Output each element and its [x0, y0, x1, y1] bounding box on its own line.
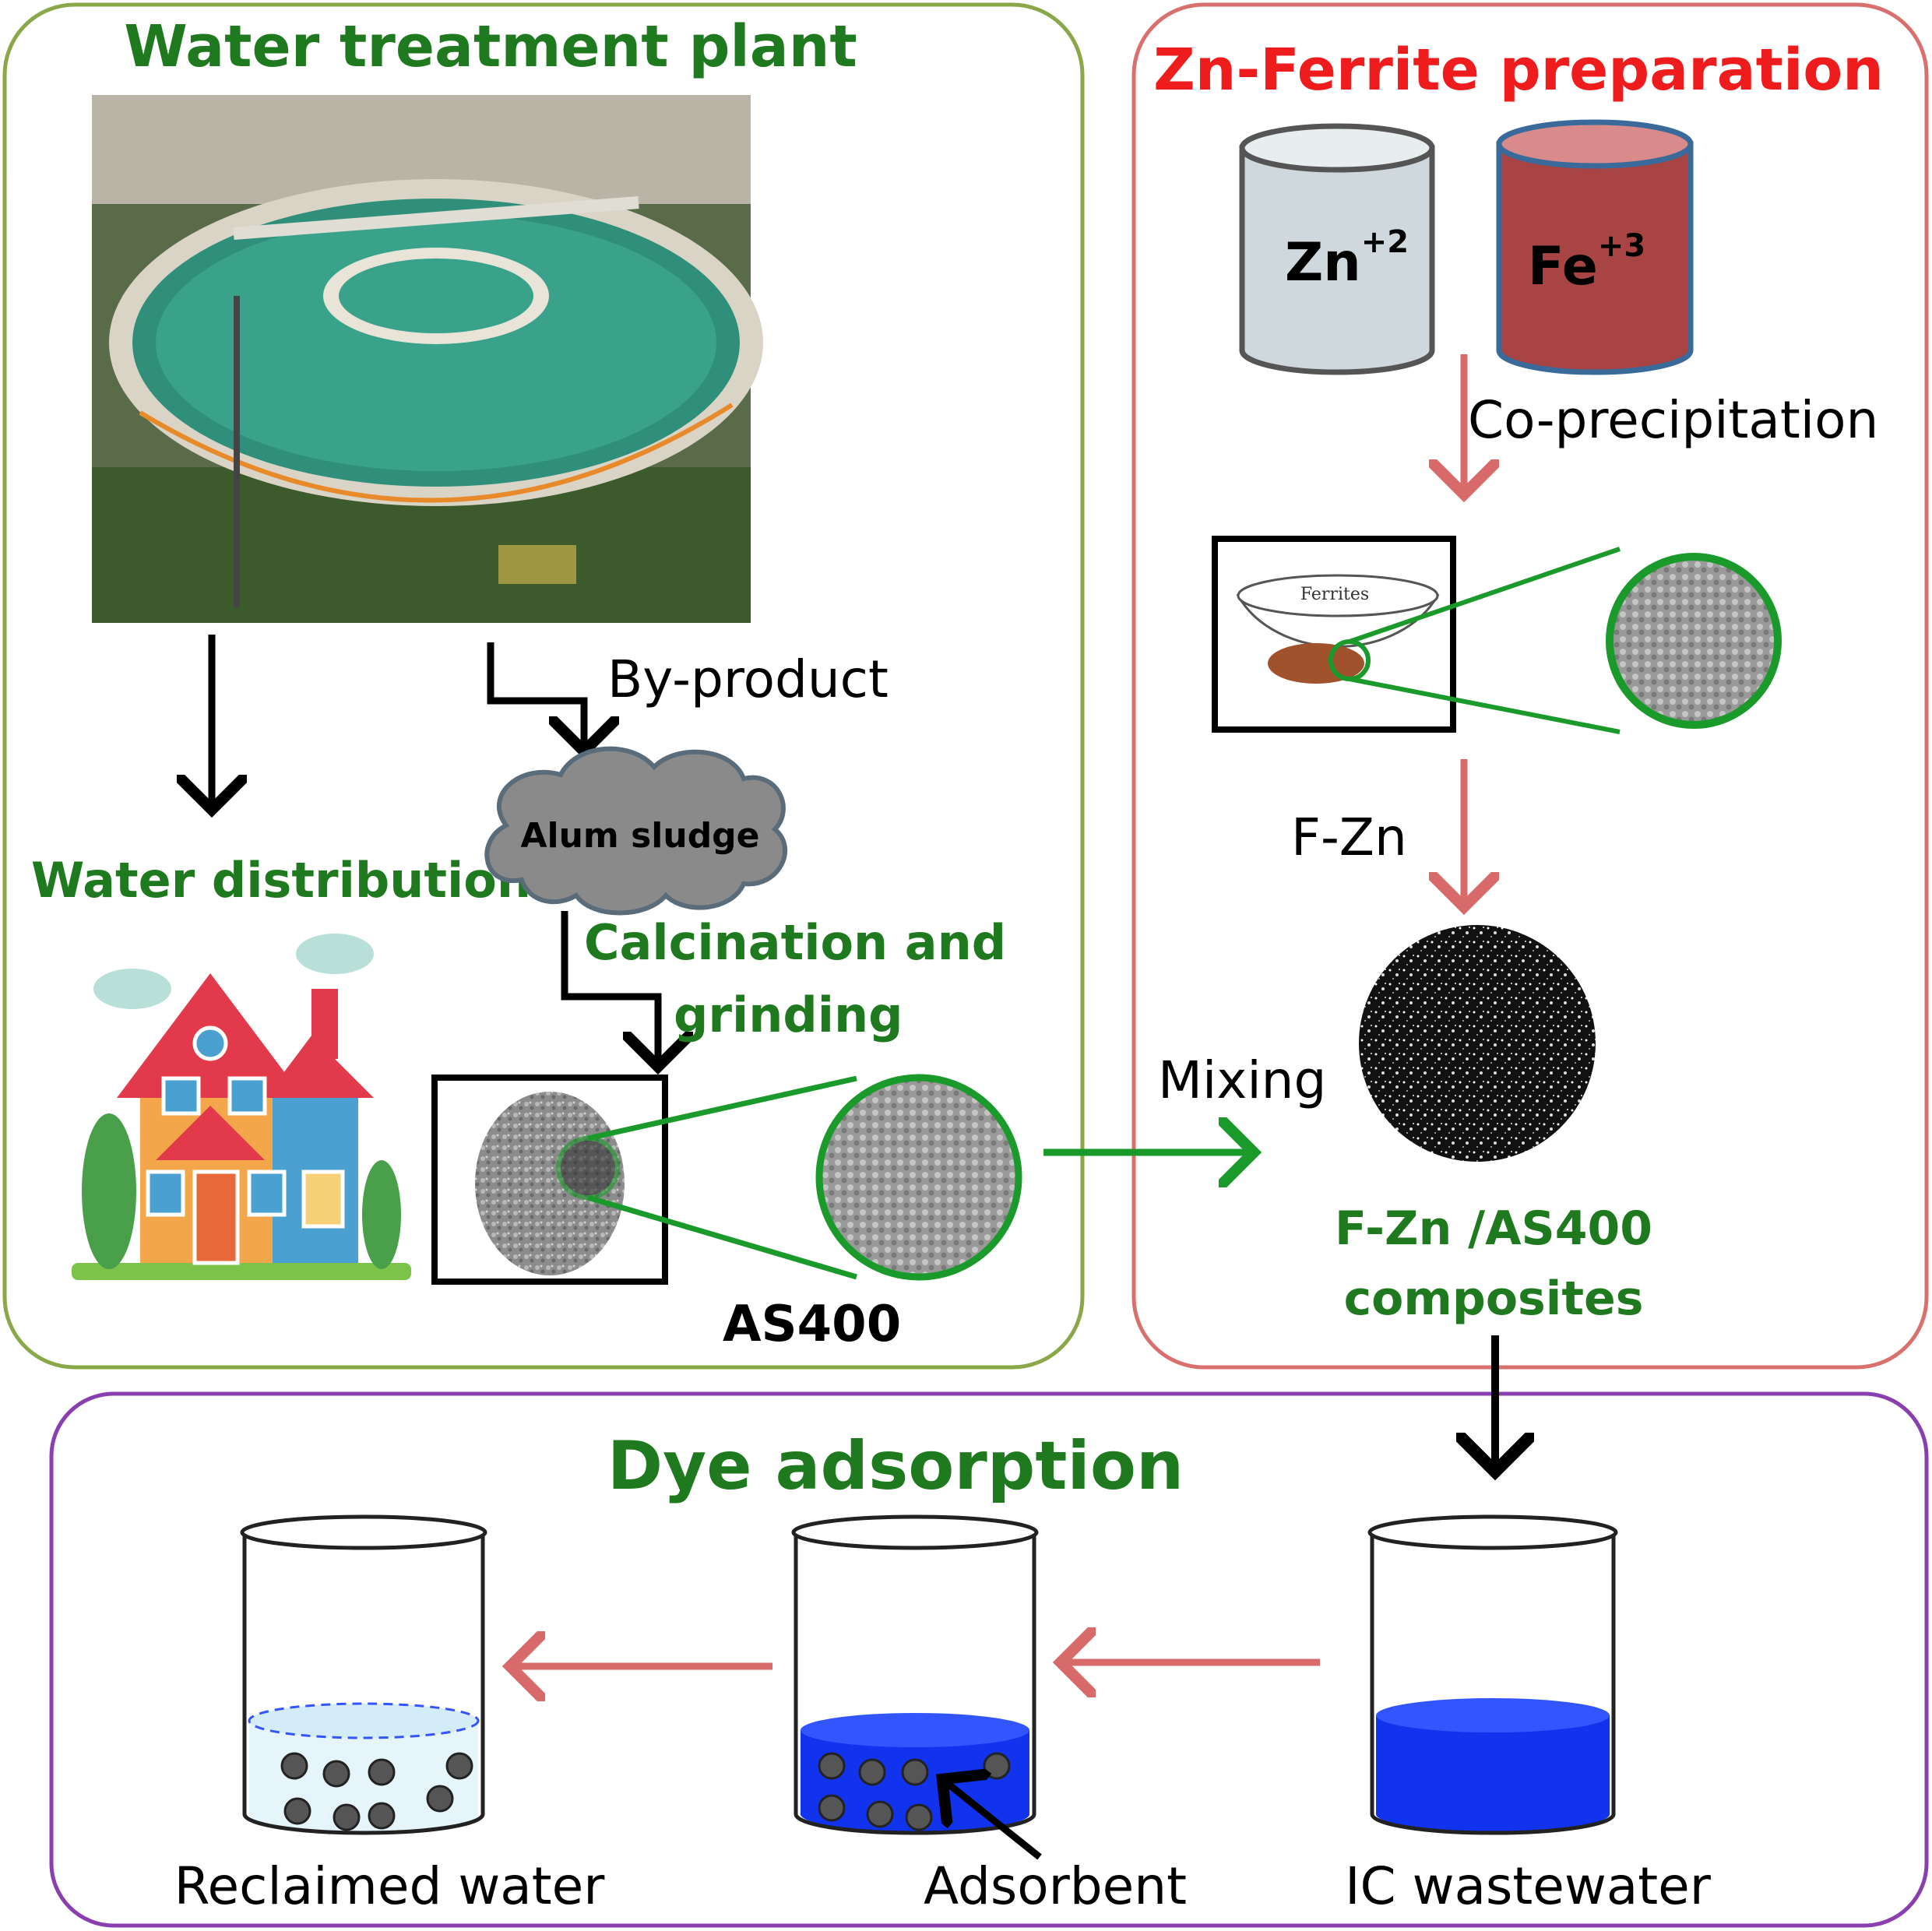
treatment-plant-photo [92, 95, 763, 623]
arrow-to-as400 [561, 911, 658, 1067]
zn-charge: +2 [1361, 224, 1409, 260]
ferrites-bowl-label: Ferrites [1300, 585, 1369, 604]
zn-label: Zn [1285, 232, 1361, 294]
dye-adsorption-title: Dye adsorption [607, 1427, 1184, 1505]
ferrite-bowl-box: Ferrites [1212, 536, 1456, 733]
calcination-label-line1: Calcination and [584, 914, 1006, 971]
svg-text:Zn+2: Zn+2 [1285, 224, 1409, 294]
co-precipitation-label: Co-precipitation [1468, 390, 1878, 450]
ferrite-zoom-line-top [1349, 547, 1621, 644]
arrow-to-sludge [487, 642, 584, 751]
water-treatment-panel [2, 2, 1085, 1370]
as400-zoom-line-top [587, 1075, 857, 1141]
fe-container: Fe+3 [1496, 119, 1694, 375]
as400-label: AS400 [723, 1296, 901, 1353]
reclaimed-water-label: Reclaimed water [174, 1856, 606, 1916]
adsorbent-pointer-arrow [942, 1779, 1042, 1860]
adsorbent-beaker [791, 1514, 1039, 1835]
as400-zoom-line-bottom [587, 1194, 857, 1280]
svg-text:Fe+3: Fe+3 [1528, 228, 1645, 297]
dye-adsorption-panel [49, 1391, 1929, 1928]
calcination-label-line2: grinding [674, 987, 903, 1043]
as400-sample-box [431, 1075, 668, 1285]
ferrite-zoom-line-bottom [1349, 677, 1621, 734]
house-illustration [72, 934, 411, 1280]
fe-charge: +3 [1598, 228, 1645, 264]
composite-label-line1: F-Zn /AS400 [1335, 1201, 1652, 1256]
ferrite-sem-zoom [1606, 553, 1782, 729]
ic-wastewater-beaker [1367, 1514, 1618, 1835]
by-product-label: By-product [607, 649, 889, 709]
water-treatment-title: Water treatment plant [124, 13, 857, 80]
adsorbent-label: Adsorbent [924, 1856, 1187, 1916]
f-zn-label: F-Zn [1291, 807, 1407, 867]
alum-sludge-label: Alum sludge [520, 816, 759, 856]
mixing-label: Mixing [1158, 1050, 1326, 1110]
fe-label: Fe [1528, 236, 1598, 297]
alum-sludge-cloud: Alum sludge [484, 746, 787, 916]
water-distribution-label: Water distribution [31, 852, 531, 909]
reclaimed-water-beaker [240, 1514, 487, 1835]
as400-sem-zoom [815, 1074, 1022, 1281]
zn-container: Zn+2 [1239, 123, 1435, 375]
ic-wastewater-label: IC wastewater [1345, 1856, 1712, 1916]
zn-ferrite-title: Zn-Ferrite preparation [1153, 37, 1884, 104]
composite-label-line2: composites [1344, 1272, 1644, 1326]
composite-sem [1359, 925, 1596, 1162]
zn-ferrite-panel [1131, 2, 1929, 1370]
